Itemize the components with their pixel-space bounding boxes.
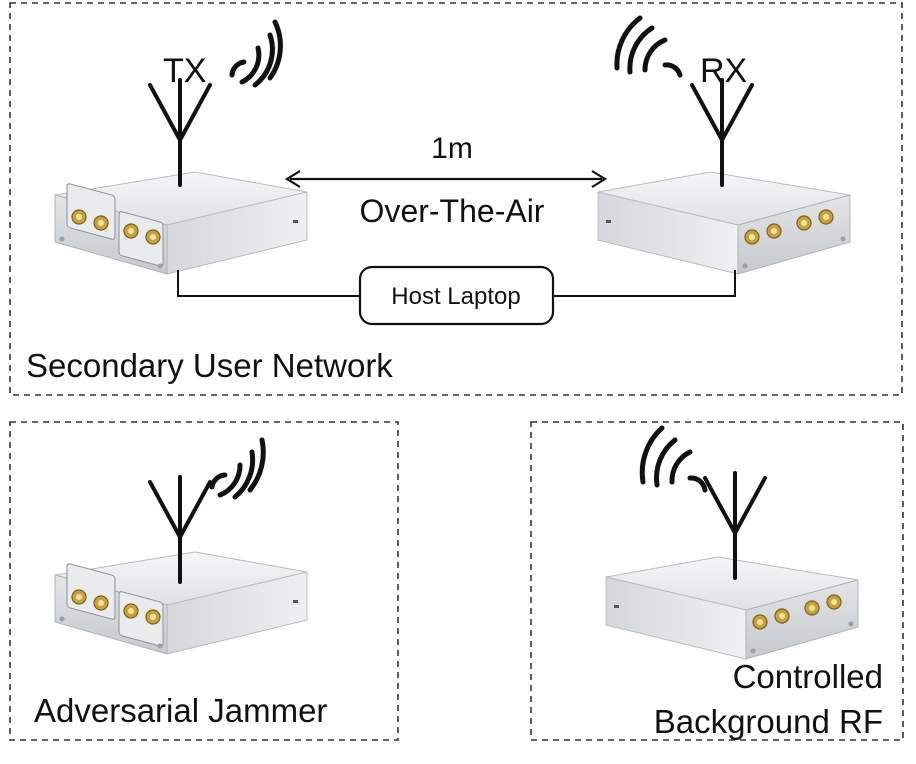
- background-border: [530, 421, 904, 741]
- background-label-line1: Controlled: [733, 658, 883, 695]
- background-device: [605, 556, 859, 660]
- jammer-panel: Adversarial Jammer: [9, 421, 399, 741]
- jammer-signal-waves-icon: [209, 437, 266, 500]
- tx-device: [54, 171, 308, 275]
- rx-antenna-icon: [690, 78, 754, 187]
- tx-antenna-icon: [148, 78, 212, 187]
- distance-label: 1m: [431, 132, 473, 165]
- host-laptop-box: [358, 265, 555, 326]
- background-signal-waves-icon: [639, 425, 708, 493]
- secondary-network-panel: TX RX 1m Over-The-Air Host Laptop: [9, 2, 903, 396]
- secondary-network-label: Secondary User Network: [26, 347, 393, 384]
- rx-device: [597, 171, 851, 275]
- host-connection-lines: [177, 270, 736, 297]
- tx-label: TX: [163, 52, 206, 90]
- background-panel: Controlled Background RF: [530, 421, 904, 741]
- tx-signal-waves-icon: [229, 19, 283, 88]
- rx-signal-waves-icon: [614, 15, 683, 78]
- rx-label: RX: [700, 52, 747, 90]
- ota-link-arrow: [284, 170, 608, 188]
- jammer-label: Adversarial Jammer: [34, 692, 327, 729]
- link-label: Over-The-Air: [360, 193, 545, 229]
- background-label-line2: Background RF: [654, 703, 883, 740]
- secondary-network-border: [9, 2, 903, 396]
- host-laptop-label: Host Laptop: [391, 283, 520, 310]
